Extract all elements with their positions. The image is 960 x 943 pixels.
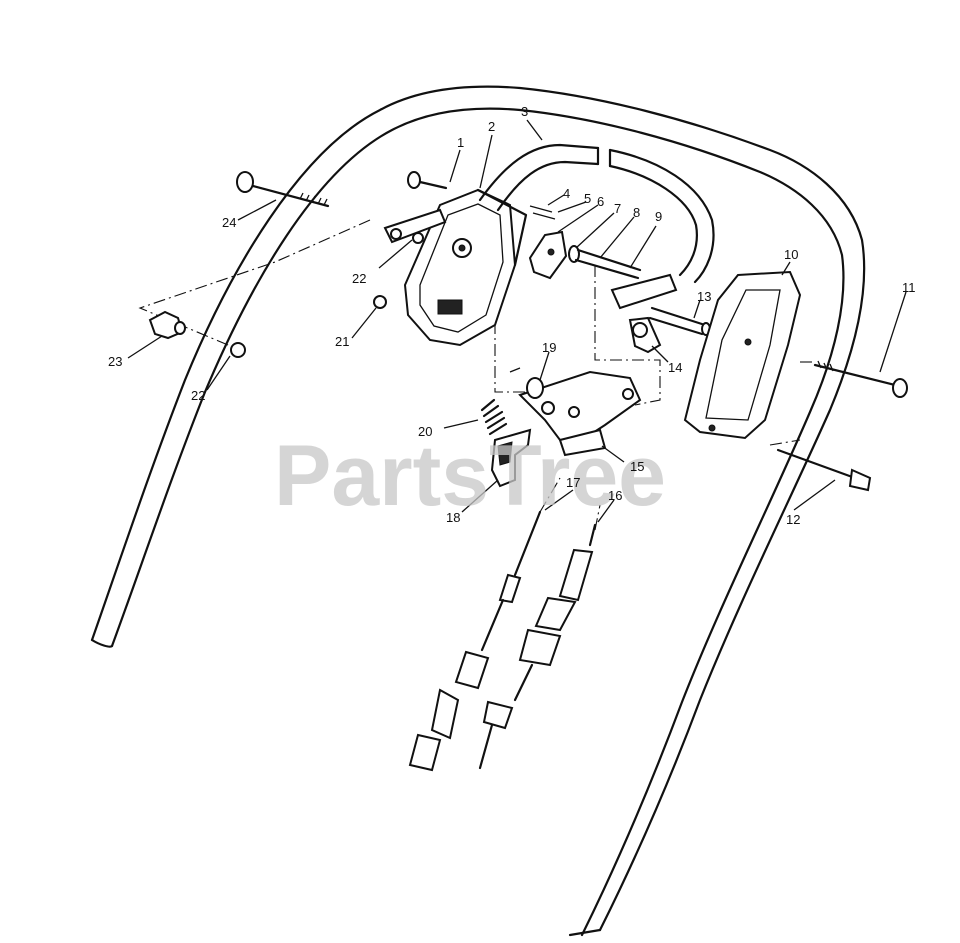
label-19: 19 bbox=[542, 340, 556, 355]
part-2-housing bbox=[403, 188, 528, 347]
part-10-cover bbox=[683, 270, 802, 440]
part-23-plug bbox=[148, 310, 186, 340]
label-14: 14 bbox=[668, 360, 682, 375]
label-17: 17 bbox=[566, 475, 580, 490]
part-16-cable bbox=[478, 523, 597, 770]
label-18: 18 bbox=[446, 510, 460, 525]
part-7-8-9-shaft bbox=[568, 245, 642, 280]
label-1: 1 bbox=[457, 135, 464, 150]
label-22b: 22 bbox=[191, 388, 205, 403]
part-12-bolt bbox=[776, 448, 872, 492]
label-15: 15 bbox=[630, 459, 644, 474]
label-8: 8 bbox=[633, 205, 640, 220]
part-18-lever bbox=[490, 428, 532, 488]
part-24-bolt bbox=[236, 171, 330, 208]
label-22a: 22 bbox=[352, 271, 366, 286]
label-10: 10 bbox=[784, 247, 798, 262]
label-9: 9 bbox=[655, 209, 662, 224]
part-21-22-nuts bbox=[230, 232, 424, 358]
link-arm bbox=[383, 208, 447, 244]
label-23: 23 bbox=[108, 354, 122, 369]
label-21: 21 bbox=[335, 334, 349, 349]
part-15-bracket bbox=[518, 370, 642, 457]
label-13: 13 bbox=[697, 289, 711, 304]
leader-lines bbox=[127, 119, 907, 523]
part-3-handle-tube bbox=[478, 143, 715, 284]
label-3: 3 bbox=[521, 104, 528, 119]
label-6: 6 bbox=[597, 194, 604, 209]
label-20: 20 bbox=[418, 424, 432, 439]
handle-frame bbox=[90, 85, 866, 937]
part-labels: 1 2 3 4 5 6 7 8 9 10 11 12 13 14 15 16 1… bbox=[108, 104, 916, 527]
label-24: 24 bbox=[222, 215, 236, 230]
part-1-bolt bbox=[407, 171, 448, 190]
watermark-text: PartsTree bbox=[274, 428, 666, 524]
part-4-5-6-pins bbox=[528, 205, 568, 280]
label-12: 12 bbox=[786, 512, 800, 527]
part-9-bracket bbox=[610, 273, 678, 310]
label-16: 16 bbox=[608, 488, 622, 503]
label-2: 2 bbox=[488, 119, 495, 134]
label-7: 7 bbox=[614, 201, 621, 216]
part-13-14-lever bbox=[628, 306, 711, 354]
label-11: 11 bbox=[902, 280, 916, 295]
label-4: 4 bbox=[563, 186, 570, 201]
part-20-spring bbox=[480, 398, 508, 436]
part-19-washer bbox=[509, 367, 544, 399]
label-5: 5 bbox=[584, 191, 591, 206]
part-17-cable bbox=[408, 510, 542, 772]
part-11-bolt bbox=[813, 360, 908, 398]
